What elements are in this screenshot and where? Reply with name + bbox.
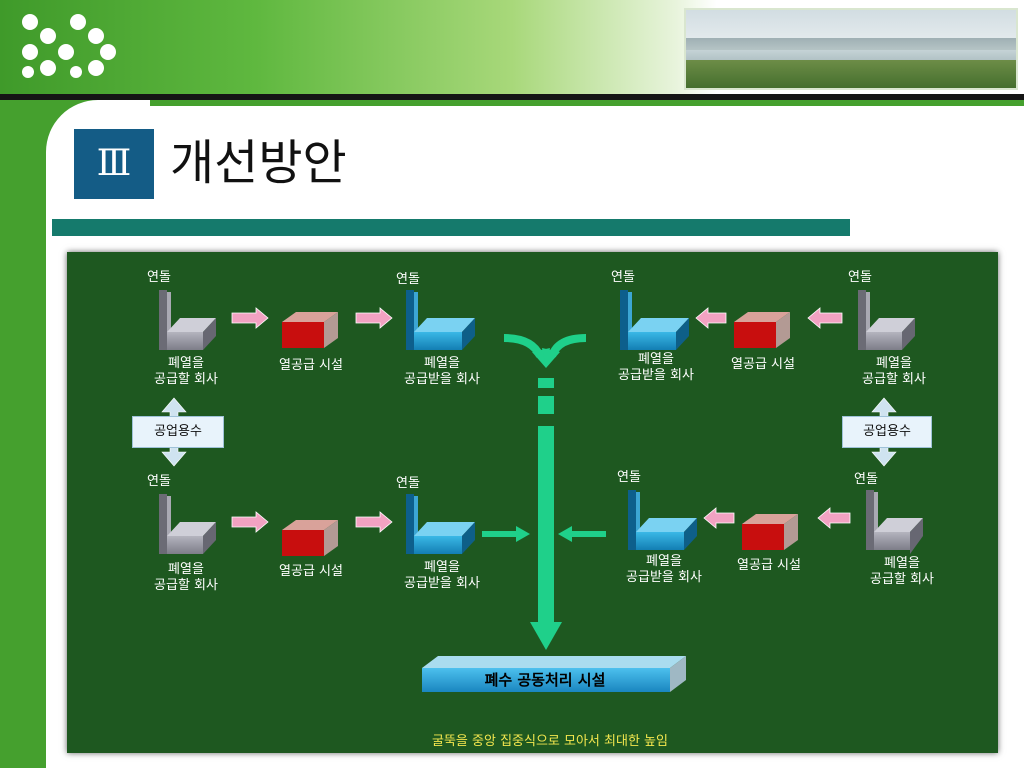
heat-arrow xyxy=(703,507,735,529)
decor-dot xyxy=(22,66,34,78)
plant-caption: 폐열을 공급받을 회사 xyxy=(404,356,480,387)
stack-label: 연돌 xyxy=(854,472,878,487)
stack-label: 연돌 xyxy=(396,476,420,491)
flow-arrow-from-right xyxy=(558,526,606,542)
header-divider xyxy=(0,94,1024,100)
decor-dot xyxy=(70,14,86,30)
plant-supplier-top-right xyxy=(858,290,915,350)
plant-caption: 폐열을 공급받을 회사 xyxy=(618,352,694,383)
plant-caption: 폐열을 공급받을 회사 xyxy=(404,560,480,591)
decor-dot xyxy=(22,14,38,30)
title-underline-bar xyxy=(52,219,850,236)
heat-facility-caption: 열공급 시설 xyxy=(731,357,795,372)
heat-facility-top-left xyxy=(282,312,338,348)
stack-label: 연돌 xyxy=(848,270,872,285)
wastewater-facility-block xyxy=(422,656,686,692)
decor-dot xyxy=(100,44,116,60)
heat-arrow xyxy=(817,507,851,529)
top-accent-rule xyxy=(150,100,1024,130)
heat-facility-top-right xyxy=(734,312,790,348)
plant-receiver-top-left xyxy=(406,290,475,350)
page-title: 개선방안 xyxy=(170,135,347,191)
heat-facility-caption: 열공급 시설 xyxy=(279,358,343,373)
plant-supplier-bottom-right xyxy=(866,490,923,554)
flow-dash xyxy=(538,378,554,388)
heat-arrow xyxy=(355,511,393,533)
flow-main-head xyxy=(530,622,562,650)
plant-receiver-bottom-left xyxy=(406,494,475,554)
heat-arrow xyxy=(355,307,393,329)
decor-dot xyxy=(88,28,104,44)
wastewater-facility-label: 폐수 공동처리 시설 xyxy=(484,671,606,689)
plant-caption: 폐열을 공급할 회사 xyxy=(862,356,926,387)
plant-caption: 폐열을 공급할 회사 xyxy=(154,562,218,593)
plant-caption: 폐열을 공급할 회사 xyxy=(154,356,218,387)
plant-receiver-top-right xyxy=(620,290,689,350)
heat-arrow xyxy=(231,307,269,329)
diagram-caption: 굴뚝을 중앙 집중식으로 모아서 최대한 높임 xyxy=(432,734,668,749)
industrial-water-box-right: 공업용수 xyxy=(842,416,932,448)
stack-label: 연돌 xyxy=(611,270,635,285)
decor-dot xyxy=(88,60,104,76)
heat-facility-bottom-right xyxy=(742,514,798,550)
decor-dot xyxy=(22,44,38,60)
stack-label: 연돌 xyxy=(617,470,641,485)
heat-arrow xyxy=(231,511,269,533)
stack-label: 연돌 xyxy=(396,272,420,287)
heat-facility-caption: 열공급 시설 xyxy=(737,558,801,573)
decor-dot xyxy=(40,28,56,44)
plant-receiver-bottom-right xyxy=(628,490,697,550)
flow-dash xyxy=(538,396,554,414)
plant-supplier-top-left xyxy=(159,290,216,350)
left-accent-band xyxy=(0,100,46,768)
stack-label: 연돌 xyxy=(147,270,171,285)
decor-dot xyxy=(70,66,82,78)
header-banner xyxy=(0,0,1024,98)
industrial-water-box-left: 공업용수 xyxy=(132,416,224,448)
heat-arrow xyxy=(695,307,727,329)
landscape-photo xyxy=(684,8,1018,90)
section-number-badge: Ⅲ xyxy=(74,129,154,199)
heat-arrow xyxy=(807,307,843,329)
decor-dot xyxy=(58,44,74,60)
plant-supplier-bottom-left xyxy=(159,494,216,554)
flow-curve-right-head xyxy=(542,348,560,368)
stack-label: 연돌 xyxy=(147,474,171,489)
flow-arrow-from-left xyxy=(482,526,530,542)
plant-caption: 폐열을 공급할 회사 xyxy=(870,556,934,587)
decor-dot xyxy=(40,60,56,76)
flow-main-trunk xyxy=(538,426,554,622)
plant-caption: 폐열을 공급받을 회사 xyxy=(626,554,702,585)
heat-facility-bottom-left xyxy=(282,520,338,556)
heat-facility-caption: 열공급 시설 xyxy=(279,564,343,579)
